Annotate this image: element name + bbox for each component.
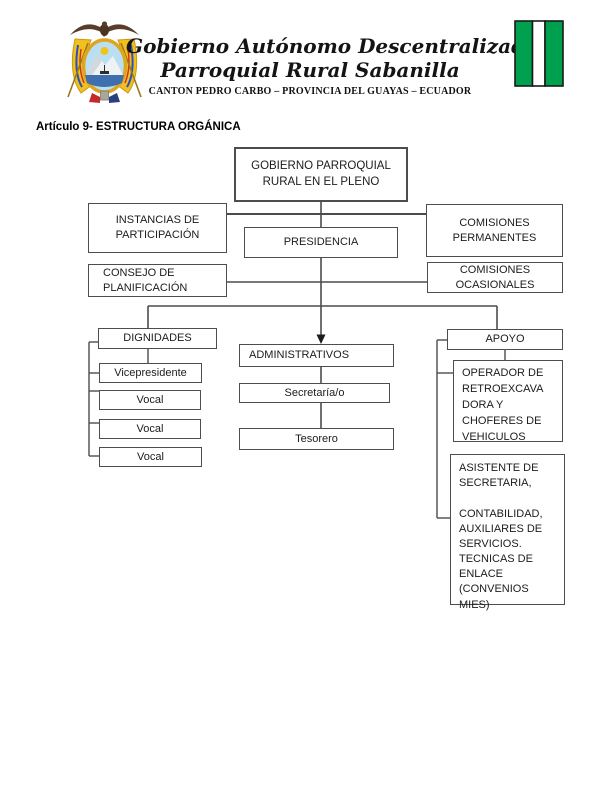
connector-right-bracket	[436, 339, 453, 519]
org-node-comisiones-ocasionales: COMISIONES OCASIONALES	[427, 262, 563, 293]
org-title-line2: Parroquial Rural Sabanilla	[160, 58, 460, 82]
org-node-comisiones-permanentes: COMISIONES PERMANENTES	[426, 204, 563, 257]
org-node-asistente-secretaria: ASISTENTE DE SECRETARIA, CONTABILIDAD, A…	[450, 454, 565, 611]
org-node-apoyo: APOYO	[447, 329, 563, 350]
org-node-administrativos: ADMINISTRATIVOS	[239, 344, 394, 367]
header-subtitle: CANTON PEDRO CARBO – PROVINCIA DEL GUAYA…	[148, 86, 472, 97]
header-title-block: Gobierno Autónomo Descentralizado Parroq…	[126, 34, 539, 97]
org-node-vocal-1: Vocal	[99, 390, 201, 410]
org-node-operador-retroexcavadora: OPERADOR DE RETROEXCAVA DORA Y CHOFERES …	[453, 360, 563, 443]
parish-flag-icon	[514, 20, 564, 87]
org-node-instancias-participacion: INSTANCIAS DE PARTICIPACIÓN	[88, 203, 227, 253]
org-node-consejo-planificacion: CONSEJO DE PLANIFICACIÓN	[88, 264, 227, 297]
connector-left-bracket	[88, 341, 99, 457]
arrowhead-administrativos	[316, 334, 326, 344]
org-node-presidencia: PRESIDENCIA	[244, 227, 398, 258]
ecuador-coat-of-arms-icon	[67, 21, 142, 103]
org-node-tesorero: Tesorero	[239, 428, 394, 450]
org-node-pleno: GOBIERNO PARROQUIAL RURAL EN EL PLENO	[234, 147, 408, 202]
org-title-line1: Gobierno Autónomo Descentralizado	[126, 34, 539, 58]
org-node-dignidades: DIGNIDADES	[98, 328, 217, 349]
org-node-vicepresidente: Vicepresidente	[99, 363, 202, 383]
org-node-vocal-2: Vocal	[99, 419, 201, 439]
article-title: Artículo 9- ESTRUCTURA ORGÁNICA	[36, 121, 241, 133]
org-node-secretaria: Secretaría/o	[239, 383, 390, 403]
org-node-vocal-3: Vocal	[99, 447, 202, 467]
